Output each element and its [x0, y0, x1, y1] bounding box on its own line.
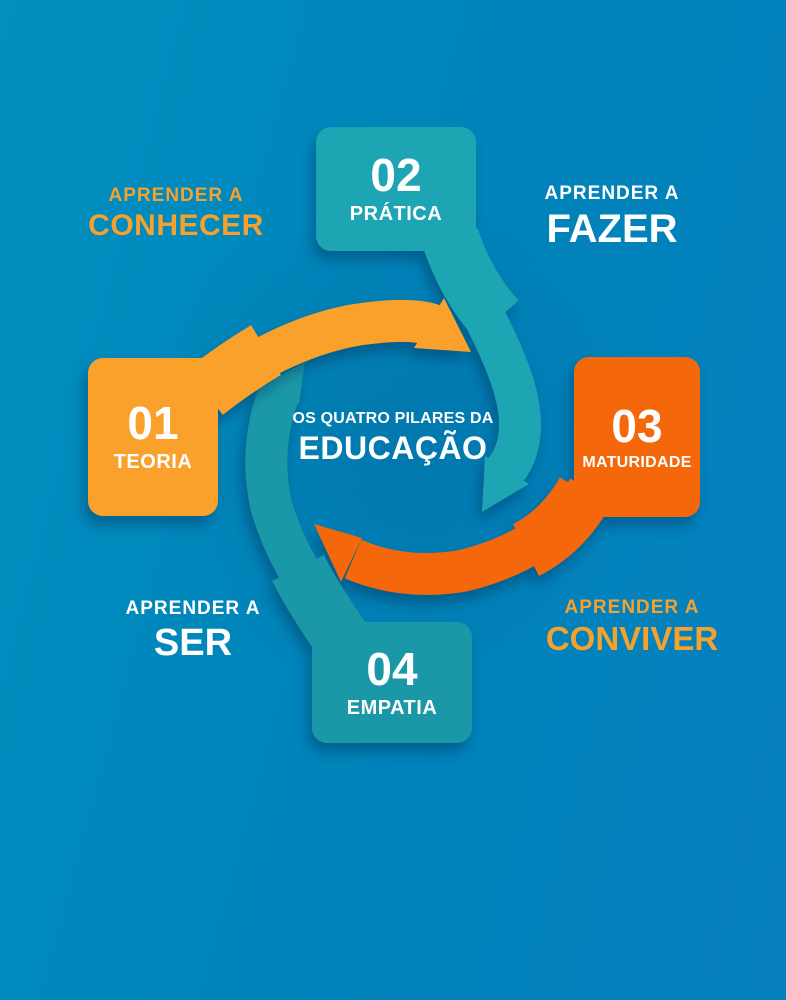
label-ser-small: APRENDER A [125, 598, 261, 619]
arrow-01-band [200, 300, 440, 407]
center-title-kicker: OS QUATRO PILARES DA [292, 410, 494, 427]
pillar-04-text: 04 EMPATIA [312, 622, 472, 743]
pillar-04-number: 04 [366, 642, 418, 695]
arrow-02-head-icon [482, 456, 529, 512]
pillar-03-group [314, 357, 700, 595]
label-conviver-small: APRENDER A [564, 597, 700, 618]
arrow-03-head-icon [314, 524, 362, 582]
arrow-03-band [344, 478, 606, 595]
pillar-02-group [316, 127, 541, 512]
label-conviver-big: CONVIVER [545, 620, 719, 658]
arrow-04-band [245, 388, 365, 655]
pillar-01-group [88, 298, 471, 516]
label-aprender-a-conhecer: APRENDER A CONHECER [46, 185, 306, 243]
arrow-04-head-icon [254, 362, 305, 404]
arrow-01-head-icon [414, 298, 471, 352]
arrow-02-band [431, 234, 541, 488]
label-aprender-a-conviver: APRENDER A CONVIVER [502, 597, 762, 658]
pillar-01-text: 01 TEORIA [88, 358, 218, 516]
pillar-02-number: 02 [370, 149, 422, 201]
pillar-03-name: MATURIDADE [582, 453, 692, 471]
label-aprender-a-fazer: APRENDER A FAZER [482, 183, 742, 252]
pillar-02-name: PRÁTICA [349, 203, 443, 225]
pillar-02-text: 02 PRÁTICA [316, 127, 476, 251]
pillar-04-name: EMPATIA [346, 696, 438, 719]
pillar-03-box [574, 357, 700, 517]
pillar-01-box [88, 358, 218, 516]
label-ser-big: SER [153, 622, 233, 665]
center-title-main: EDUCAÇÃO [298, 429, 488, 466]
pillar-03-text: 03 MATURIDADE [574, 357, 700, 517]
label-fazer-small: APRENDER A [544, 183, 680, 204]
pillar-03-number: 03 [611, 399, 663, 452]
center-title: OS QUATRO PILARES DA EDUCAÇÃO [263, 410, 523, 467]
pillar-01-number: 01 [127, 397, 179, 449]
pillar-02-box [316, 127, 476, 251]
pillar-04-box [312, 622, 472, 743]
label-conhecer-small: APRENDER A [108, 185, 244, 206]
label-fazer-big: FAZER [546, 207, 678, 252]
label-aprender-a-ser: APRENDER A SER [63, 598, 323, 665]
label-conhecer-big: CONHECER [88, 209, 264, 243]
pillar-04-group [245, 362, 472, 743]
pillar-01-name: TEORIA [113, 451, 193, 473]
